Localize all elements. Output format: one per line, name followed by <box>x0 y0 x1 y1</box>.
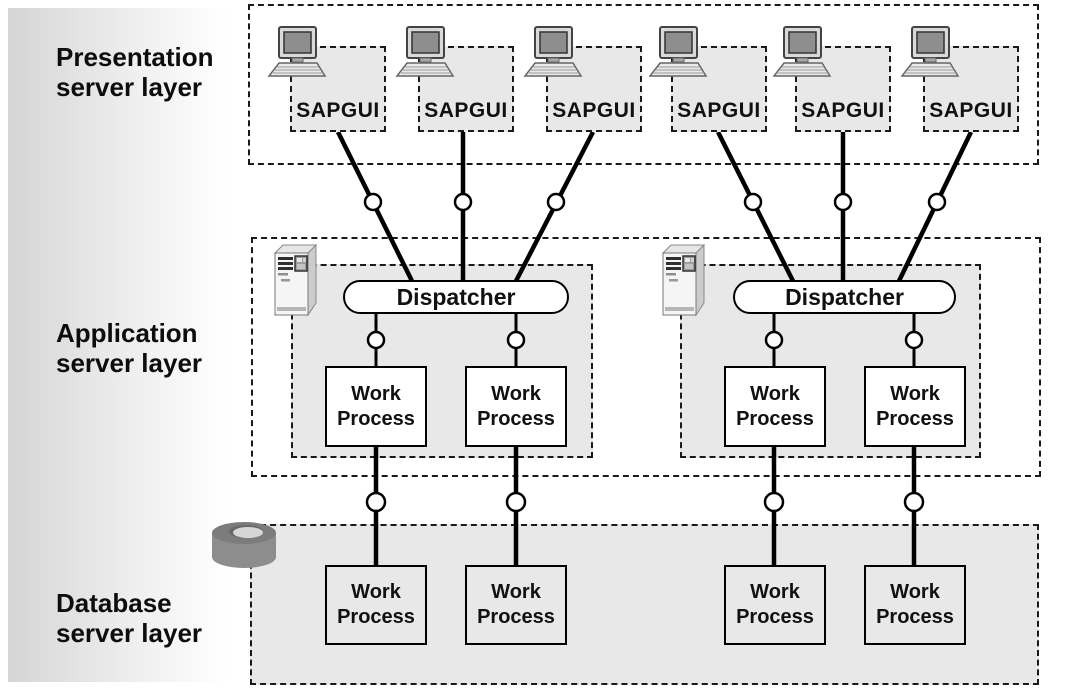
dispatcher-label: Dispatcher <box>396 283 516 310</box>
application-layer-box <box>251 237 1041 477</box>
server-tower-icon <box>274 244 317 316</box>
sapgui-label: SAPGUI <box>677 99 761 122</box>
layer-label-band: Presentation server layer Application se… <box>8 8 240 682</box>
desktop-computer-icon <box>773 26 831 77</box>
app-work-process-2: Work Process <box>465 366 567 447</box>
dispatcher-label: Dispatcher <box>785 283 904 310</box>
work-process-label: Work Process <box>736 382 814 430</box>
dispatcher-2: Dispatcher <box>733 280 956 314</box>
connection-node <box>763 491 785 513</box>
db-work-process-2: Work Process <box>465 565 567 645</box>
database-layer-box <box>250 524 1039 685</box>
desktop-computer-icon <box>649 26 707 77</box>
sapgui-box-2: SAPGUI <box>418 46 514 132</box>
desktop-computer-icon <box>524 26 582 77</box>
connection-node <box>546 192 566 212</box>
app-work-process-1: Work Process <box>325 366 427 447</box>
connection-node <box>903 491 925 513</box>
work-process-label: Work Process <box>477 382 555 430</box>
work-process-label: Work Process <box>876 382 954 430</box>
db-work-process-4: Work Process <box>864 565 966 645</box>
desktop-computer-icon <box>901 26 959 77</box>
work-process-label: Work Process <box>477 581 555 628</box>
connection-node <box>505 491 527 513</box>
server-tower-icon <box>662 244 705 316</box>
presentation-layer-box <box>248 4 1039 165</box>
connection-node <box>363 192 383 212</box>
connection-node <box>927 192 947 212</box>
sapgui-box-1: SAPGUI <box>290 46 386 132</box>
app-work-process-3: Work Process <box>724 366 826 447</box>
sapgui-box-6: SAPGUI <box>923 46 1019 132</box>
sapgui-label: SAPGUI <box>552 99 636 122</box>
desktop-computer-icon <box>396 26 454 77</box>
database-cylinder-icon <box>212 522 276 568</box>
dispatcher-1: Dispatcher <box>343 280 569 314</box>
presentation-layer-label: Presentation server layer <box>56 42 214 102</box>
work-process-label: Work Process <box>736 581 814 628</box>
sapgui-label: SAPGUI <box>929 99 1013 122</box>
sapgui-label: SAPGUI <box>801 99 885 122</box>
connection-node <box>453 192 473 212</box>
work-process-label: Work Process <box>876 581 954 628</box>
app-work-process-4: Work Process <box>864 366 966 447</box>
db-work-process-3: Work Process <box>724 565 826 645</box>
database-layer-label: Database server layer <box>56 588 203 648</box>
sapgui-label: SAPGUI <box>296 99 380 122</box>
connection-node <box>833 192 853 212</box>
db-work-process-1: Work Process <box>325 565 427 645</box>
sapgui-box-5: SAPGUI <box>795 46 891 132</box>
application-layer-label: Application server layer <box>56 318 203 378</box>
work-process-label: Work Process <box>337 382 415 430</box>
desktop-computer-icon <box>268 26 326 77</box>
connection-node <box>743 192 763 212</box>
connection-node <box>365 491 387 513</box>
work-process-label: Work Process <box>337 581 415 628</box>
sapgui-label: SAPGUI <box>424 99 508 122</box>
